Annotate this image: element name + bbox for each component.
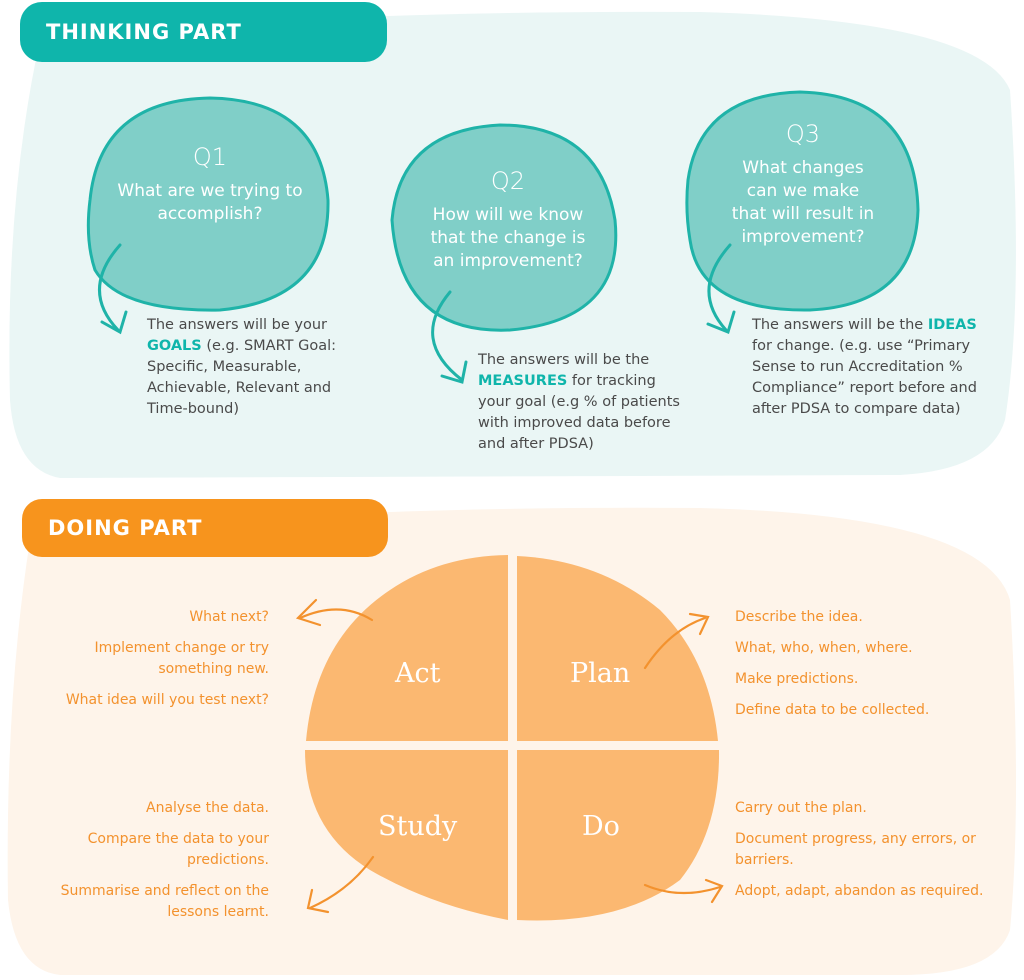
teal-arrows: [98, 243, 736, 384]
measures-keyword: MEASURES: [478, 373, 568, 389]
plan-note: Describe the idea.: [735, 609, 863, 625]
goals-keyword: GOALS: [147, 338, 202, 354]
do-note: Adopt, adapt, abandon as required.: [735, 883, 984, 899]
doing-part-header: DOING PART: [22, 499, 388, 557]
q1: Q1 What are we trying to accomplish?: [110, 142, 310, 226]
do-notes: Carry out the plan. Document progress, a…: [735, 798, 1010, 912]
study-notes: Analyse the data. Compare the data to yo…: [40, 798, 269, 933]
q2-number: Q2: [490, 167, 526, 195]
q1-number: Q1: [192, 143, 228, 171]
act-quadrant: [306, 555, 508, 741]
do-label: Do: [582, 811, 620, 842]
q2-text: How will we know that the change is an i…: [430, 205, 586, 271]
do-quadrant: [517, 750, 720, 921]
orange-arrows: [295, 598, 724, 914]
q2: Q2 How will we know that the change is a…: [418, 166, 598, 273]
study-note: Summarise and reflect on the lessons lea…: [60, 883, 269, 920]
plan-note: What, who, when, where.: [735, 640, 913, 656]
act-label: Act: [395, 658, 441, 689]
plan-label: Plan: [570, 658, 631, 689]
act-notes: What next? Implement change or try somet…: [40, 607, 269, 721]
q1-blob: [86, 96, 330, 312]
study-note: Compare the data to your predictions.: [87, 831, 269, 868]
q1-answer: The answers will be your GOALS (e.g. SMA…: [147, 317, 336, 417]
act-note: What next?: [189, 609, 269, 625]
plan-note: Make predictions.: [735, 671, 859, 687]
do-note: Document progress, any errors, or barrie…: [735, 831, 976, 868]
q2-blob: [390, 123, 618, 332]
study-label: Study: [378, 811, 458, 842]
act-note: Implement change or try something new.: [94, 640, 270, 677]
q1-text: What are we trying to accomplish?: [117, 181, 303, 224]
do-note: Carry out the plan.: [735, 800, 867, 816]
plan-quadrant: [517, 556, 718, 741]
study-note: Analyse the data.: [146, 800, 269, 816]
q3-number: Q3: [785, 120, 821, 148]
pdsa-cycle: [305, 555, 720, 921]
plan-note: Define data to be collected.: [735, 702, 930, 718]
study-quadrant: [305, 750, 508, 920]
q3-text: What changes can we make that will resul…: [731, 158, 875, 247]
doing-panel: [7, 507, 1016, 975]
plan-notes: Describe the idea. What, who, when, wher…: [735, 607, 995, 731]
q3-blob: [685, 90, 920, 312]
q2-answer: The answers will be the MEASURES for tra…: [478, 352, 680, 452]
ideas-keyword: IDEAS: [927, 317, 977, 333]
act-note: What idea will you test next?: [65, 692, 269, 708]
thinking-part-header: THINKING PART: [20, 2, 387, 62]
q3: Q3 What changes can we make that will re…: [728, 119, 878, 249]
q3-answer: The answers will be the IDEAS for change…: [752, 317, 977, 417]
